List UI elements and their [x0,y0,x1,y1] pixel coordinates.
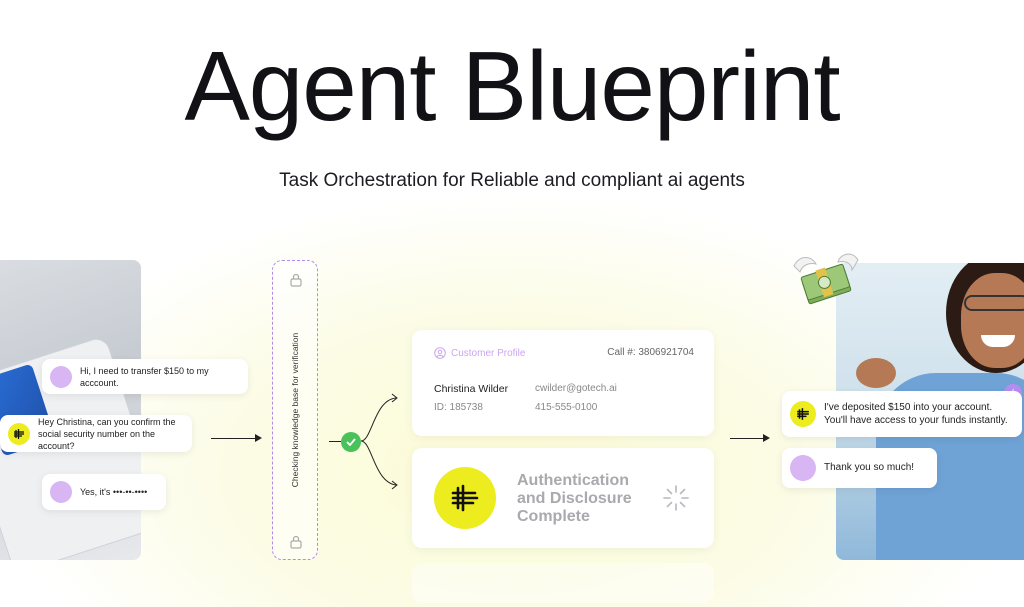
customer-id: ID: 185738 [434,402,483,413]
profile-header: Customer Profile [434,347,525,359]
customer-email: cwilder@gotech.ai [535,383,617,394]
user-circle-icon [434,347,446,359]
photo-face [961,273,1024,368]
photo-glasses [964,295,1024,311]
customer-avatar [50,365,72,388]
page-subtitle: Task Orchestration for Reliable and comp… [279,170,745,191]
photo-smile [981,335,1015,347]
customer-photo [0,260,141,560]
chat-message-text: I've deposited $150 into your account. Y… [824,402,1008,426]
call-number: Call #: 3806921704 [607,347,694,358]
photo-hand [856,358,896,388]
chat-message-customer-2: Yes, it's •••-••-•••• [42,474,166,510]
customer-avatar [50,481,72,503]
agent-avatar [790,401,816,427]
chat-message-text: Thank you so much! [824,462,915,473]
customer-profile-card: Customer Profile Call #: 3806921704 Chri… [412,330,714,436]
chat-message-text: Hi, I need to transfer $150 to my acccou… [80,365,209,388]
chat-message-customer-1: Hi, I need to transfer $150 to my acccou… [42,359,248,394]
chat-message-agent-2: I've deposited $150 into your account. Y… [782,391,1022,437]
customer-name: Christina Wilder [434,383,509,395]
arrow-head [763,434,770,442]
chat-message-text: Yes, it's •••-••-•••• [80,487,148,497]
chat-message-customer-3: Thank you so much! [782,448,937,488]
spinner-icon [663,485,689,511]
authentication-card: Authentication and Disclosure Complete [412,448,714,548]
arrow-icon [211,438,255,439]
check-icon [341,432,361,452]
brand-logo-icon [14,428,24,439]
arrow-icon [730,438,763,439]
brand-logo-icon [797,408,809,420]
faded-card [412,563,714,603]
chat-message-text: Hey Christina, can you confirm the socia… [38,416,176,451]
agent-avatar [8,422,30,445]
connector-line [329,441,341,442]
branch-arrows-icon [360,393,398,490]
customer-phone: 415-555-0100 [535,402,598,413]
lock-icon [290,273,302,287]
chat-message-agent-1: Hey Christina, can you confirm the socia… [0,415,192,452]
flying-money-icon [793,253,859,305]
brand-logo-icon [434,467,496,529]
knowledge-base-check: Checking knowledge base for verification [272,260,318,560]
page-title: Agent Blueprint [184,31,840,141]
customer-avatar [790,455,816,481]
authentication-status: Authentication and Disclosure Complete [517,472,632,525]
profile-header-label: Customer Profile [451,347,526,359]
knowledge-base-label: Checking knowledge base for verification [290,332,300,488]
lock-icon [290,535,302,549]
arrow-head [255,434,262,442]
